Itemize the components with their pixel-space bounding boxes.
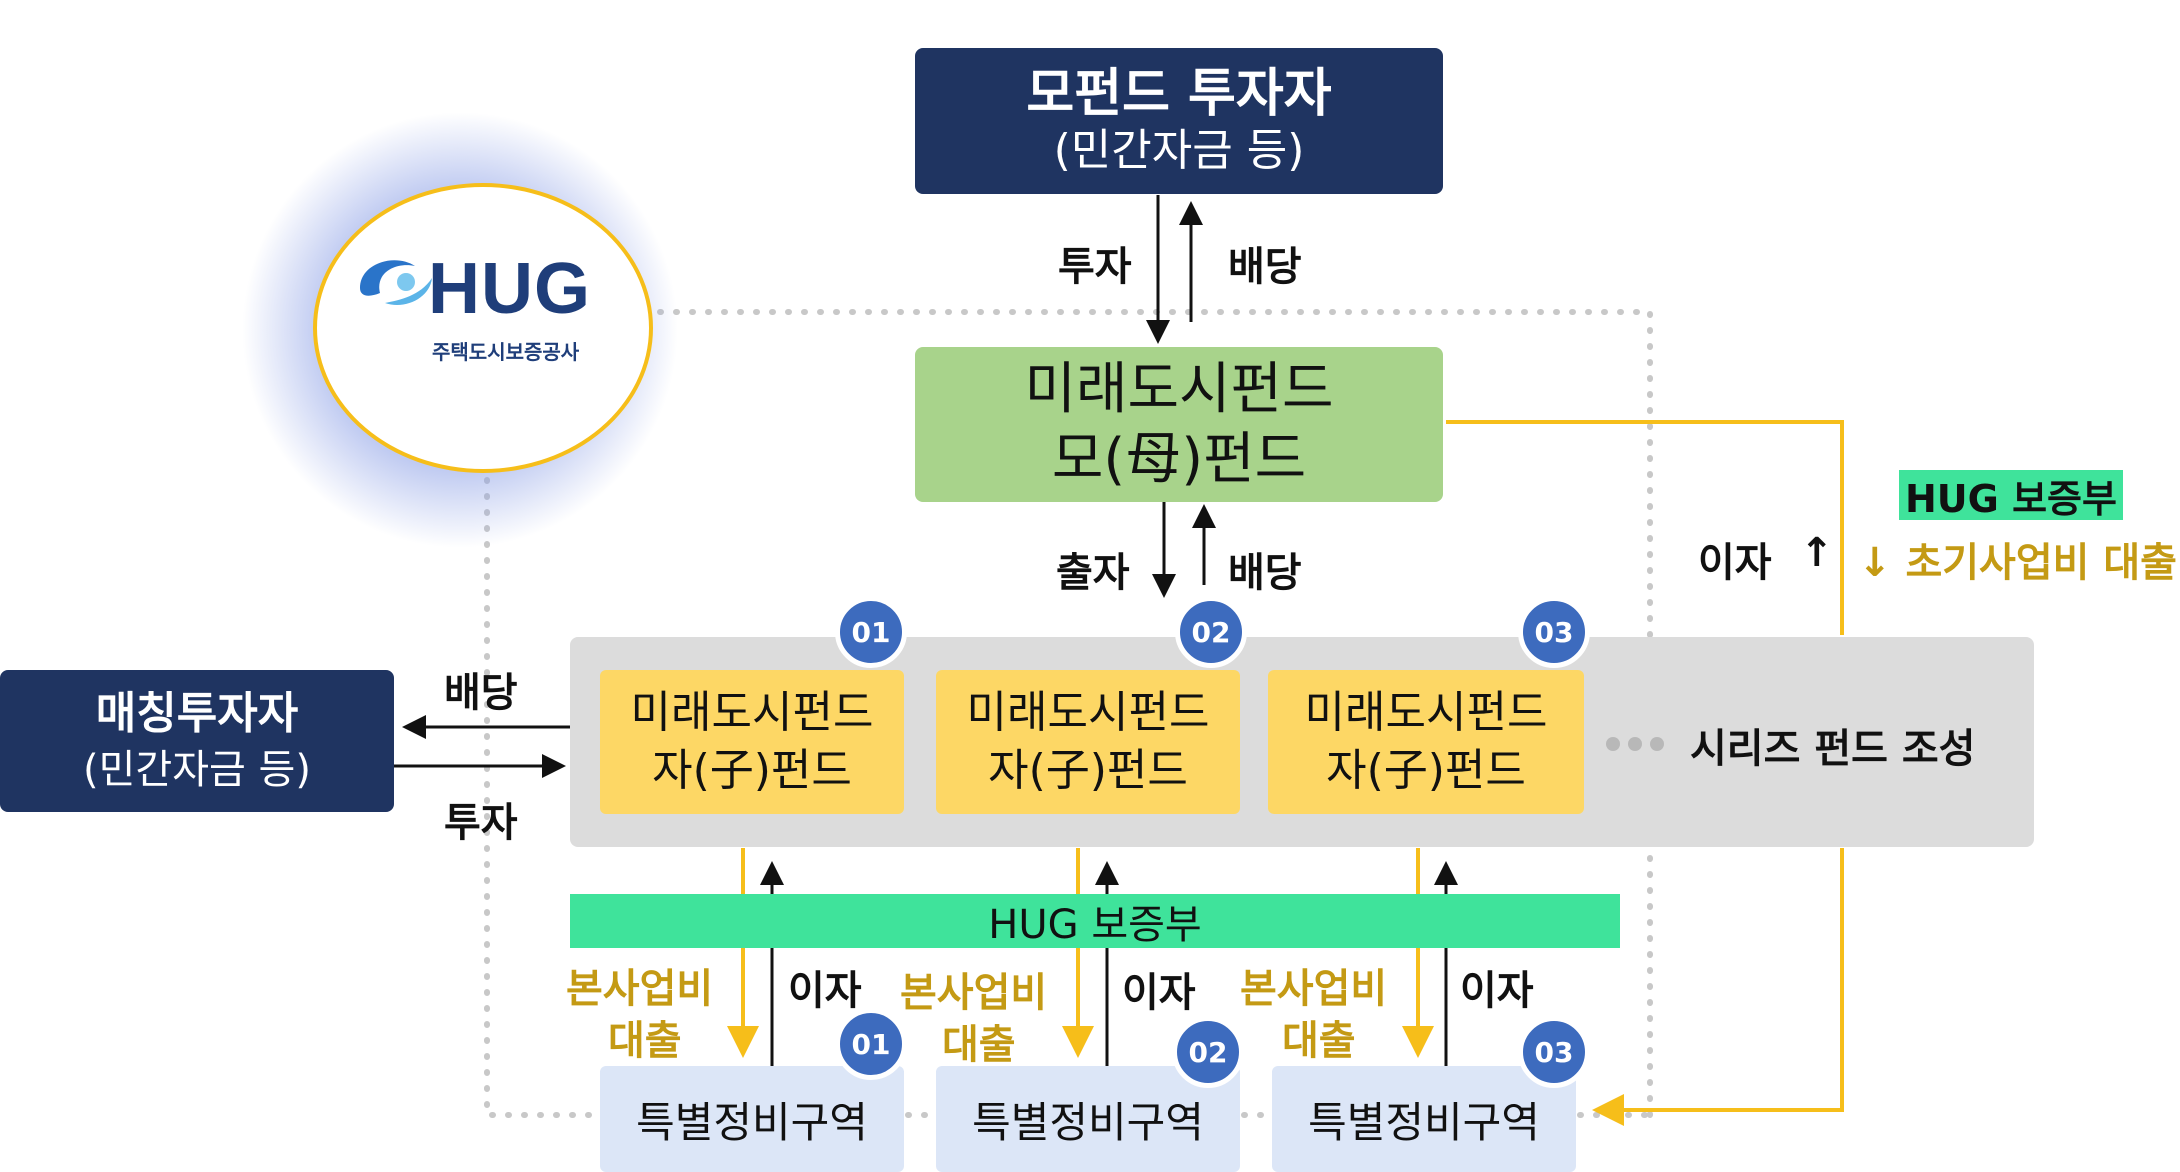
child-fund-subtitle: 자(子)펀드 [652,745,852,796]
hug-logo: HUG 주택도시보증공사 [350,238,630,378]
contribution-label: 출자 [1056,550,1130,596]
child-fund-title: 미래도시펀드 [630,687,874,738]
initial-loan-label: ↓ 초기사업비 대출 [1858,540,2177,586]
child-fund-subtitle: 자(子)펀드 [988,745,1188,796]
initial-loan-line-bottom [1592,848,1844,1126]
dividend-mid-label: 배당 [1228,550,1302,596]
interest-right-label: 이자 [1698,540,1772,586]
hug-subtitle: 주택도시보증공사 [432,340,580,364]
child-fund-02: 미래도시펀드 자(子)펀드 [936,670,1240,814]
mother-fund-subtitle: 모(母)펀드 [1051,426,1307,492]
parent-investor-box: 모펀드 투자자 (민간자금 등) [915,48,1443,194]
series-label: 시리즈 펀드 조성 [1690,726,1976,772]
hug-guarantee-right-badge: HUG 보증부 [1899,470,2123,521]
invest-left-label: 투자 [444,800,518,846]
main-loan-label-01: 본사업비 [566,966,714,1012]
special-zone-01: 특별정비구역 [600,1066,904,1172]
invest-top-label: 투자 [1058,244,1132,290]
hug-brand-text: HUG [428,249,591,329]
interest-label-01: 이자 [788,968,862,1014]
interest-label-03: 이자 [1460,968,1534,1014]
special-zone-badge-03: 03 [1518,1016,1590,1088]
special-zone-02: 특별정비구역 [936,1066,1240,1172]
child-fund-subtitle: 자(子)펀드 [1326,745,1526,796]
matching-investor-subtitle: (민간자금 등) [83,747,311,793]
mother-fund-box: 미래도시펀드 모(母)펀드 [915,347,1443,502]
interest-label-02: 이자 [1122,970,1196,1016]
initial-loan-line-top [1446,420,1844,635]
hug-guarantee-bar: HUG 보증부 [570,894,1620,948]
dividend-left-label: 배당 [444,670,518,716]
hug-emblem-icon [360,260,432,306]
parent-investor-subtitle: (민간자금 등) [1053,125,1305,176]
main-loan-label-02: 본사업비 [900,970,1048,1016]
main-loan-sublabel-03: 대출 [1282,1018,1356,1064]
special-zone-badge-02: 02 [1172,1016,1244,1088]
child-fund-03: 미래도시펀드 자(子)펀드 [1268,670,1584,814]
special-zone-label: 특별정비구역 [972,1097,1204,1147]
main-loan-sublabel-01: 대출 [608,1018,682,1064]
dividend-top-label: 배당 [1228,244,1302,290]
special-zone-label: 특별정비구역 [636,1097,868,1147]
child-fund-badge-03: 03 [1518,596,1590,668]
special-zone-03: 특별정비구역 [1272,1066,1576,1172]
child-fund-badge-02: 02 [1175,596,1247,668]
main-loan-sublabel-02: 대출 [942,1022,1016,1068]
parent-investor-title: 모펀드 투자자 [1026,64,1332,124]
child-fund-title: 미래도시펀드 [1304,687,1548,738]
special-zone-badge-01: 01 [835,1008,907,1080]
interest-right-arrow: ↑ [1800,530,1834,576]
child-fund-badge-01: 01 [835,596,907,668]
matching-investor-title: 매칭투자자 [95,688,299,739]
mother-fund-title: 미래도시펀드 [1024,356,1334,422]
matching-investor-box: 매칭투자자 (민간자금 등) [0,670,394,812]
child-fund-title: 미래도시펀드 [966,687,1210,738]
ellipsis-icon [1606,736,1664,755]
hug-logo-circle [313,183,653,473]
special-zone-label: 특별정비구역 [1308,1097,1540,1147]
child-fund-01: 미래도시펀드 자(子)펀드 [600,670,904,814]
main-loan-label-03: 본사업비 [1240,966,1388,1012]
